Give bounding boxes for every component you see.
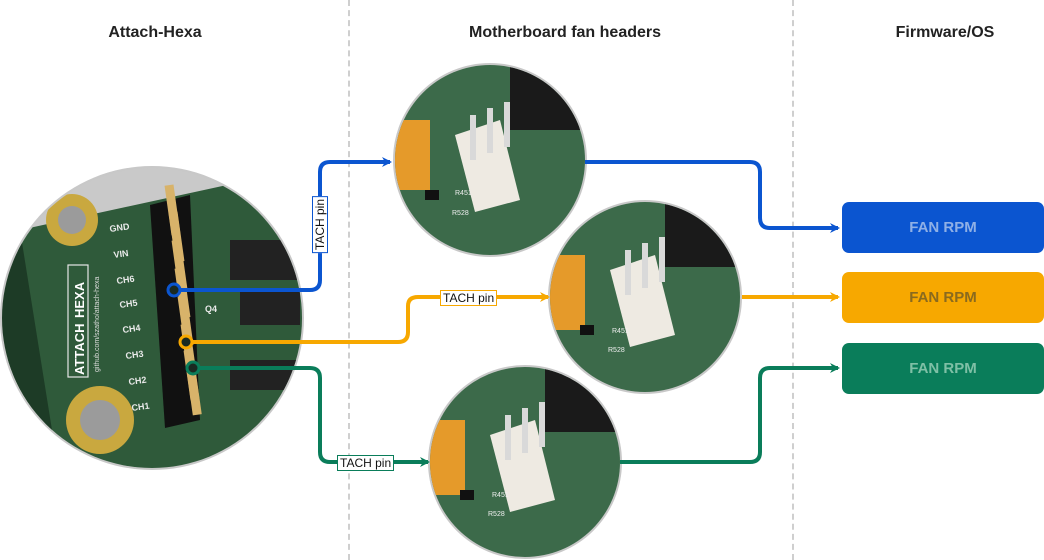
header1-label-r528: R528	[452, 210, 469, 217]
column-title-firmware-os: Firmware/OS	[895, 24, 995, 41]
blue-pin-marker	[166, 282, 182, 298]
pin-label-ch1: CH1	[131, 401, 150, 413]
green-pin-marker	[185, 360, 201, 376]
tach-pin-label-blue: TACH pin	[312, 196, 328, 254]
pin-label-ch3: CH3	[125, 349, 144, 361]
green-rpm-connector	[620, 363, 840, 464]
pin-label-ch2: CH2	[128, 375, 147, 387]
board-brand-hexa: HEXA	[72, 281, 87, 318]
pin-label-ch6: CH6	[116, 274, 135, 286]
orange-pin-marker	[178, 334, 194, 350]
fan-rpm-box-blue: FAN RPM	[842, 202, 1044, 253]
motherboard-header-photo-1: R451 R528	[393, 63, 587, 257]
tach-pin-label-orange: TACH pin	[440, 290, 498, 306]
header2-label-r451: R451	[612, 328, 629, 335]
blue-rpm-connector	[585, 160, 840, 233]
board-url: github.com/szatho/attach-hexa	[94, 277, 101, 372]
board-brand-attach: ATTACH	[72, 323, 87, 375]
component-label-q4: Q4	[205, 304, 217, 314]
fan-rpm-box-green: FAN RPM	[842, 343, 1044, 394]
fan-rpm-box-orange: FAN RPM	[842, 272, 1044, 323]
tach-pin-label-green: TACH pin	[337, 455, 395, 471]
header2-label-r528: R528	[608, 347, 625, 354]
pin-label-gnd: GND	[109, 221, 131, 234]
pin-label-ch5: CH5	[119, 298, 138, 310]
column-title-motherboard-fan-headers: Motherboard fan headers	[468, 24, 662, 41]
header3-label-r451: R451	[492, 492, 509, 499]
divider-right	[792, 0, 794, 560]
green-tach-connector	[193, 366, 430, 467]
attach-hexa-board-photo: GND VIN CH6 CH5 CH4 CH3 CH2 CH1 Q4 ATTAC…	[0, 166, 304, 470]
header1-label-r451: R451	[455, 190, 472, 197]
divider-left	[348, 0, 350, 560]
column-title-attach-hexa: Attach-Hexa	[108, 24, 202, 41]
header3-label-r528: R528	[488, 511, 505, 518]
pin-label-vin: VIN	[113, 248, 129, 260]
motherboard-header-photo-2: R451 R528	[548, 200, 742, 394]
orange-tach-connector	[186, 292, 550, 344]
motherboard-header-photo-3: R451 R528	[428, 365, 622, 559]
pin-label-ch4: CH4	[122, 323, 141, 335]
